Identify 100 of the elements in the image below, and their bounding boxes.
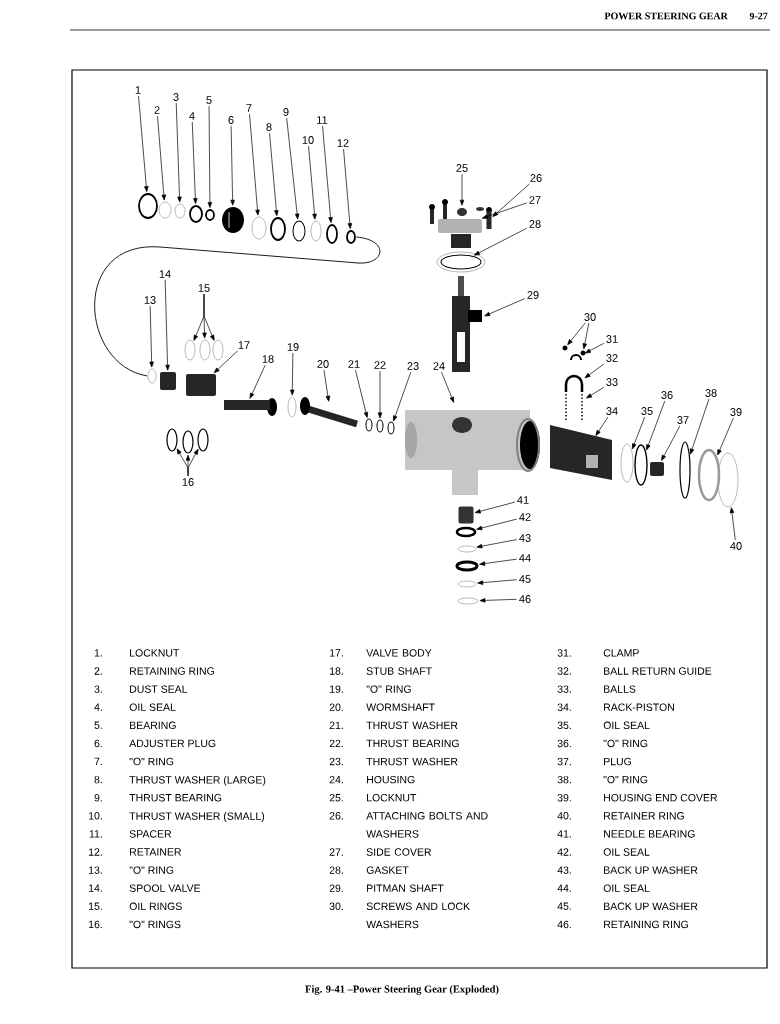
item-number: 10. (89, 812, 102, 820)
leader-line (230, 125, 235, 206)
ring (310, 220, 322, 242)
part-name: VALVE BODY (366, 649, 432, 657)
ring (158, 201, 172, 219)
ring (457, 597, 479, 605)
item-number: 28. (329, 866, 343, 874)
piston-drawing (550, 425, 612, 480)
leader-line (343, 148, 353, 229)
part-name: "O" RING (129, 757, 174, 766)
item-number: 17. (330, 649, 343, 657)
callout-number: 2 (154, 106, 160, 114)
part-name: BACK UP WASHER (604, 866, 698, 874)
part-name: "O" RINGS (129, 920, 181, 929)
leader-line (729, 507, 736, 541)
part-name: ATTACHING BOLTS AND WASHERS (366, 812, 488, 838)
leader-line (138, 95, 149, 192)
callout-number: 17 (238, 341, 250, 349)
ring (147, 368, 157, 384)
part-name: OIL SEAL (603, 721, 650, 730)
leader-line (476, 539, 518, 549)
ring (270, 217, 286, 241)
part-name: LOCKNUT (367, 794, 417, 802)
item-number: 14. (89, 884, 102, 892)
block (186, 374, 216, 396)
leader-line (191, 121, 198, 204)
plug-drawing (222, 207, 244, 233)
callout-number: 14 (159, 270, 171, 278)
part-name: PITMAN SHAFT (367, 884, 444, 892)
callout-number: 20 (317, 360, 329, 368)
item-number: 32. (557, 667, 571, 675)
callout-number: 11 (317, 116, 328, 124)
item-number: 34. (557, 703, 571, 711)
leader-line (473, 227, 528, 256)
callout-number: 12 (337, 139, 349, 147)
callout-number: 44 (519, 554, 531, 562)
part-name: "O" RING (603, 775, 648, 784)
item-number: 4. (94, 703, 102, 711)
leader-line (474, 501, 516, 514)
callout-number: 34 (606, 407, 618, 415)
callout-number: 6 (228, 116, 234, 124)
leader-line (175, 102, 182, 203)
item-number: 21. (329, 721, 343, 729)
ring (166, 428, 178, 452)
page-number: 9-27 (749, 12, 768, 20)
item-number: 39. (557, 794, 571, 802)
leader-line (646, 400, 666, 451)
leader-line (476, 518, 518, 531)
part-name: HOUSING END COVER (604, 794, 718, 802)
connecting-line (94, 236, 381, 377)
leader-line (157, 115, 166, 201)
callout-number: 41 (517, 496, 529, 504)
item-number: 41. (557, 830, 571, 838)
callout-number: 10 (302, 136, 314, 144)
clamp-drawing (570, 354, 582, 361)
item-number: 30. (329, 902, 343, 911)
part-name: THRUST WASHER (366, 757, 458, 766)
callout-number: 38 (705, 389, 717, 397)
part-name: OIL RINGS (129, 902, 182, 911)
callout-number: 36 (661, 391, 673, 399)
callout-number: 18 (262, 355, 274, 363)
part-name: BALL RETURN GUIDE (604, 667, 712, 675)
callout-number: 45 (519, 575, 531, 583)
part-name: GASKET (366, 866, 409, 874)
part-name: RETAINING RING (130, 667, 214, 675)
callout-number: 13 (144, 296, 156, 304)
leader-line (632, 416, 645, 450)
callout-number: 32 (606, 354, 618, 362)
ring (182, 430, 194, 454)
callout-number: 35 (641, 407, 653, 415)
shaft (224, 400, 270, 410)
callout-number: 16 (182, 478, 194, 486)
leader-line (149, 305, 154, 368)
leader-line (213, 350, 239, 374)
callout-number: 9 (283, 108, 289, 116)
leader-line (249, 113, 260, 216)
item-number: 43. (557, 866, 571, 874)
ring (189, 205, 203, 223)
item-number: 44. (557, 884, 571, 892)
callout-number: 33 (606, 378, 618, 386)
item-number: 5. (94, 721, 102, 729)
leader-line (595, 416, 609, 436)
part-name: SPOOL VALVE (129, 884, 201, 892)
callout-number: 1 (135, 86, 141, 94)
ring (387, 421, 395, 435)
callout-number: 25 (456, 164, 468, 172)
callout-number: 22 (374, 361, 386, 369)
ring (679, 441, 691, 499)
leader-line (459, 173, 465, 206)
ring (287, 396, 297, 418)
item-number: 20. (329, 703, 343, 711)
part-name: SPACER (129, 830, 172, 838)
block (160, 372, 176, 390)
item-number: 12. (89, 848, 102, 856)
leader-line (661, 425, 681, 461)
callout-number: 46 (519, 595, 531, 603)
leader-line (441, 371, 455, 403)
item-number: 8. (94, 775, 102, 784)
part-name: WORMSHAFT (366, 703, 435, 711)
leader-line (323, 369, 331, 402)
